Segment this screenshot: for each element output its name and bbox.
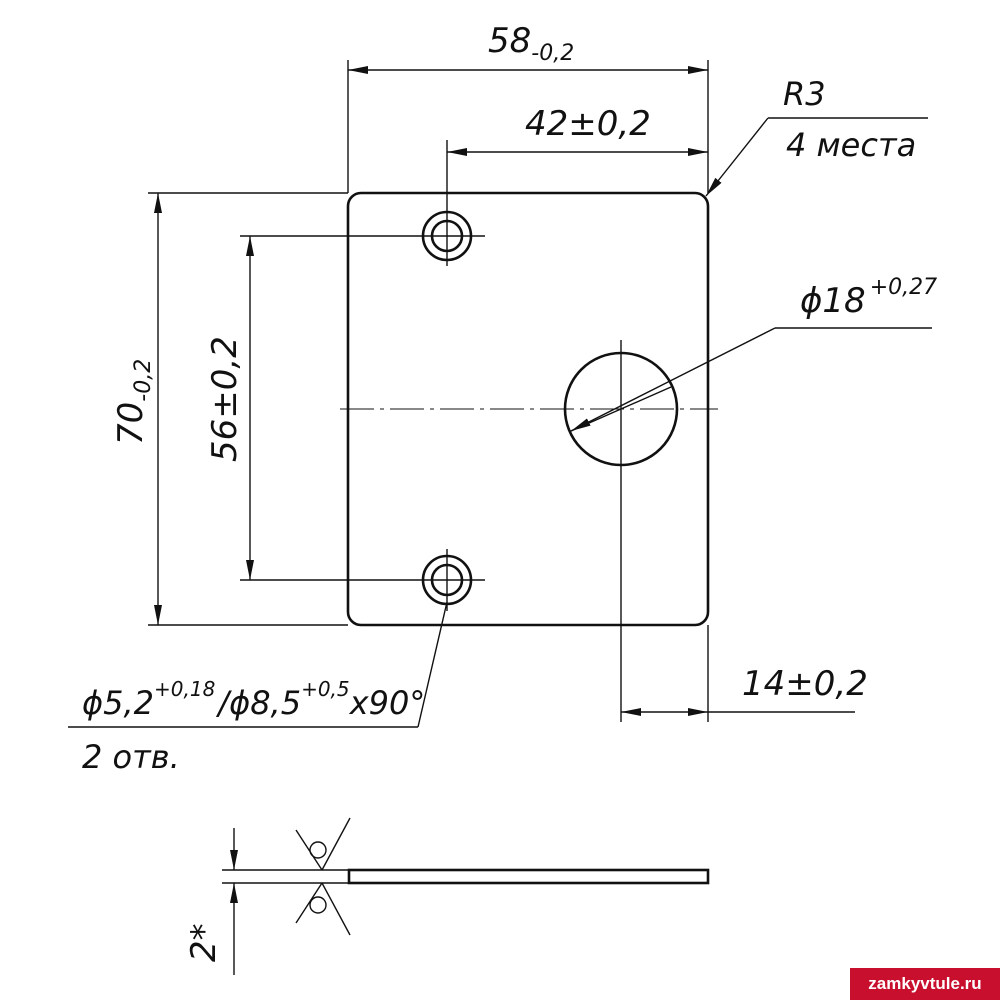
dim-total-width: 58-0,2 (347, 21, 709, 193)
large-hole (563, 351, 679, 467)
dim-thickness: 2* (184, 828, 349, 975)
svg-text:ϕ5,2+0,18/ϕ8,5+0,5x90°: ϕ5,2+0,18/ϕ8,5+0,5x90° (82, 677, 425, 722)
corner-radius-note: 4 места (786, 126, 916, 164)
dim-hole-x-offset: 42±0,2 (446, 104, 708, 205)
corner-radius-text: R3 (783, 75, 826, 113)
dim-hole-spacing-text: 56±0,2 (205, 336, 245, 462)
dim-height-tolerance: -0,2 (131, 359, 156, 402)
dim-width-value: 58 (488, 21, 531, 61)
dim-large-hole-diameter: ϕ18+0,27 (570, 275, 937, 432)
dim-hole-x-offset-text: 42±0,2 (525, 104, 651, 144)
countersunk-count: 2 отв. (82, 738, 180, 776)
countersunk-hole-bottom (415, 549, 485, 611)
dim-countersunk-callout: ϕ5,2+0,18/ϕ8,5+0,5x90° 2 отв. (68, 601, 448, 776)
dim-large-hole-offset-text: 14±0,2 (742, 664, 868, 704)
countersunk-hole-top (415, 205, 485, 266)
dim-width-tolerance: -0,2 (531, 41, 574, 66)
large-hole-diameter-value: ϕ18 (800, 281, 866, 321)
dim-thickness-text: 2* (184, 923, 224, 962)
site-watermark: zamkyvtule.ru (850, 968, 1000, 1000)
countersunk-sep: / (215, 684, 232, 722)
svg-text:58-0,2: 58-0,2 (488, 21, 574, 66)
large-hole-diameter-tolerance: +0,27 (870, 275, 937, 300)
dim-corner-radius: R3 4 места (705, 75, 928, 197)
countersunk-d1-tol: +0,18 (154, 677, 215, 701)
dim-total-height: 70-0,2 (111, 192, 348, 626)
svg-text:ϕ18+0,27: ϕ18+0,27 (800, 275, 937, 321)
dim-height-value: 70 (111, 402, 151, 445)
countersunk-angle: x90° (349, 684, 426, 722)
countersunk-d2-tol: +0,5 (301, 677, 350, 701)
surface-symbol-top (295, 817, 351, 871)
dim-large-hole-offset: 14±0,2 (620, 475, 868, 722)
surface-symbol-bottom (295, 882, 351, 936)
countersunk-d1: ϕ5,2 (82, 684, 154, 722)
svg-text:70-0,2: 70-0,2 (111, 359, 156, 445)
countersunk-d2: ϕ8,5 (229, 684, 301, 722)
side-view-plate (347, 868, 710, 885)
dim-hole-spacing: 56±0,2 (205, 235, 415, 581)
